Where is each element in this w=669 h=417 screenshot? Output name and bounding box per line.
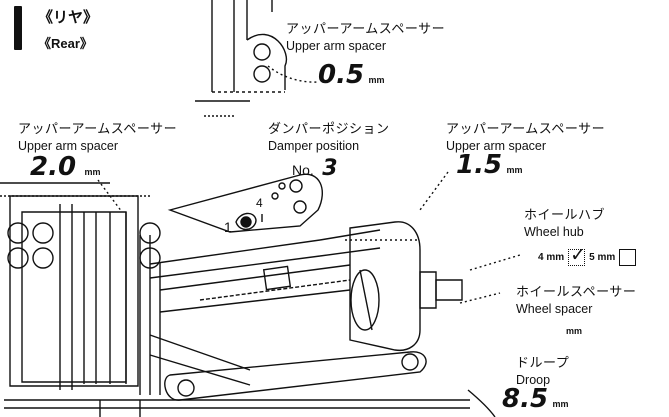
droop-number: 8.5: [502, 384, 549, 414]
droop: ドループ Droop: [516, 352, 569, 387]
wheel-hub: ホイールハブ Wheel hub: [524, 204, 605, 239]
right-spacer-jp: アッパーアームスペーサー: [446, 121, 606, 136]
droop-en: Droop: [516, 373, 551, 387]
right-spacer-en: Upper arm spacer: [446, 139, 547, 153]
wheel-hub-en: Wheel hub: [524, 225, 584, 239]
left-spacer-value: 2.0 mm: [30, 152, 101, 182]
rear-marker-icon: [14, 6, 22, 50]
wheel-spacer-jp: ホイールスペーサー: [516, 284, 637, 299]
droop-jp: ドループ: [516, 355, 570, 370]
wheel-hub-options: 4 mm ✓ 5 mm: [538, 245, 637, 266]
droop-unit: mm: [552, 399, 569, 409]
wheel-spacer-unit: mm: [566, 326, 583, 336]
hub-option-4-label: 4 mm: [538, 252, 565, 263]
damper-hole-1: 1: [224, 219, 232, 235]
damper-body: [160, 265, 350, 312]
top-spacer-value: 0.5 mm: [318, 60, 385, 90]
shock-tower-top: [195, 0, 286, 116]
wheel-spacer: ホイールスペーサー Wheel spacer: [516, 281, 636, 316]
top-spacer-jp: アッパーアームスペーサー: [286, 21, 446, 36]
damper-position: ダンパーポジション Damper position: [268, 118, 390, 153]
right-spacer-number: 1.5: [456, 150, 503, 180]
top-spacer-unit: mm: [368, 75, 385, 85]
left-spacer-en: Upper arm spacer: [18, 139, 119, 153]
lower-arm: [150, 335, 426, 400]
hub-option-4-checkbox[interactable]: ✓: [568, 245, 586, 266]
damper-no-label: No.: [292, 162, 314, 178]
right-spacer-value: 1.5 mm: [456, 150, 523, 180]
rear-header: 《リヤ》 《Rear》: [38, 6, 98, 52]
top-upper-arm-spacer: アッパーアームスペーサー Upper arm spacer: [286, 18, 445, 53]
header-en: 《Rear》: [38, 36, 93, 51]
damper-number: No. 3: [292, 156, 338, 181]
top-spacer-en: Upper arm spacer: [286, 39, 387, 53]
damper-mount-plate: [170, 174, 322, 232]
right-spacer-unit: mm: [506, 165, 523, 175]
wheel-hub-jp: ホイールハブ: [524, 207, 606, 222]
hub-option-5-checkbox[interactable]: [619, 249, 637, 266]
left-upper-arm-spacer: アッパーアームスペーサー Upper arm spacer: [18, 118, 177, 153]
hub-carrier: [345, 222, 462, 351]
hub-option-5-label: 5 mm: [589, 252, 616, 263]
top-spacer-number: 0.5: [318, 60, 365, 90]
damper-jp: ダンパーポジション: [268, 121, 390, 136]
upper-arm: [150, 230, 380, 278]
droop-value: 8.5 mm: [502, 384, 569, 414]
damper-value: 3: [322, 156, 338, 181]
right-upper-arm-spacer: アッパーアームスペーサー Upper arm spacer: [446, 118, 605, 153]
damper-hole-4: 4: [256, 196, 263, 210]
left-spacer-unit: mm: [84, 167, 101, 177]
left-spacer-jp: アッパーアームスペーサー: [18, 121, 178, 136]
wheel-spacer-en: Wheel spacer: [516, 302, 593, 316]
left-spacer-number: 2.0: [30, 152, 77, 182]
checkmark-icon: ✓: [570, 245, 587, 266]
gearbox-block: [8, 196, 160, 395]
damper-en: Damper position: [268, 139, 360, 153]
header-jp: 《リヤ》: [38, 9, 99, 26]
